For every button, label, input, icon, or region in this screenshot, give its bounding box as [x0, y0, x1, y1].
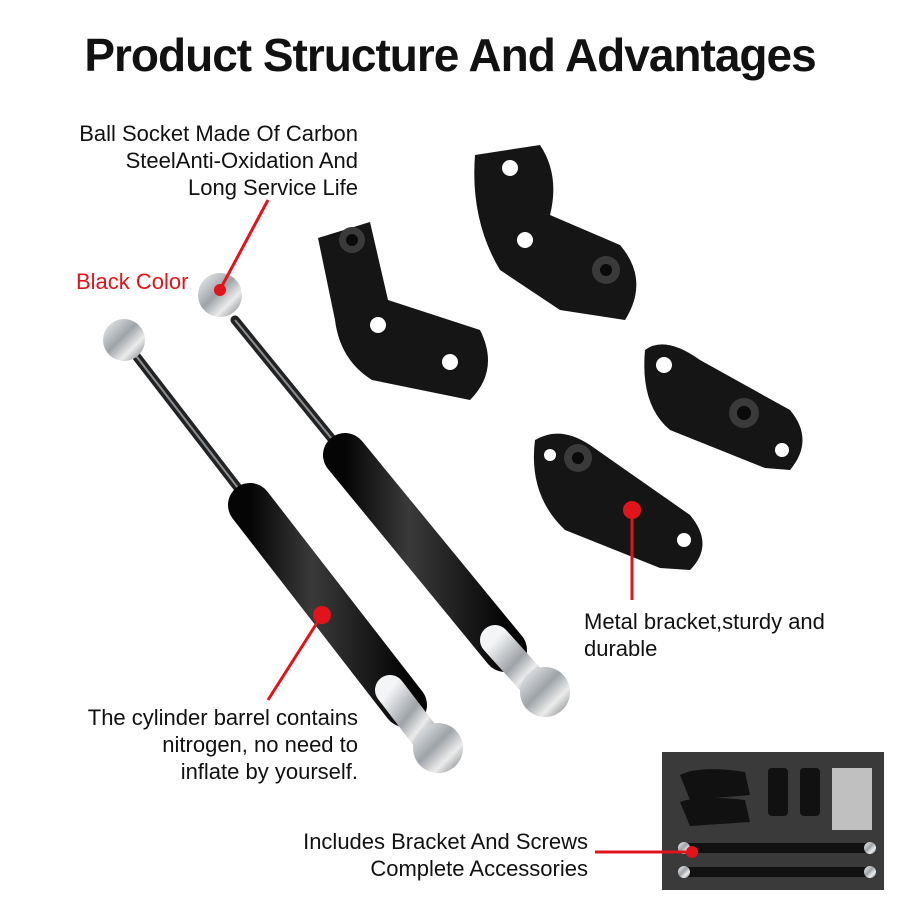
callout-ball-socket-line-3: Long Service Life: [188, 175, 358, 200]
callout-ball-socket-line-2: SteelAnti-Oxidation And: [125, 148, 358, 173]
callout-cylinder-line-3: inflate by yourself.: [180, 759, 358, 784]
callout-metal-bracket-line-2: durable: [584, 636, 658, 661]
ball-socket-bottom-right: [520, 667, 570, 717]
callout-metal-bracket-line-1: Metal bracket,sturdy and: [584, 609, 825, 634]
callout-accessories: Includes Bracket And Screws Complete Acc…: [0, 828, 588, 882]
ball-socket-bottom-left: [413, 723, 463, 773]
callout-black-color: Black Color: [76, 269, 189, 294]
callout-accessories-line-2: Complete Accessories: [370, 856, 588, 881]
callout-cylinder-line-1: The cylinder barrel contains: [87, 705, 358, 730]
pointer-dot-ball-socket: [214, 284, 226, 296]
page-title: Product Structure And Advantages: [84, 29, 816, 81]
ball-socket-top-left: [103, 319, 145, 361]
callout-cylinder: The cylinder barrel contains nitrogen, n…: [0, 704, 358, 785]
accessory-case: [662, 752, 884, 890]
callout-ball-socket-line-1: Ball Socket Made Of Carbon: [79, 121, 358, 146]
gas-strut-left: [103, 319, 463, 773]
bracket-flat-lower: [533, 433, 703, 570]
callout-metal-bracket: Metal bracket,sturdy and durable: [584, 608, 894, 662]
bracket-upper-left: [318, 222, 488, 400]
callout-ball-socket: Ball Socket Made Of Carbon SteelAnti-Oxi…: [0, 120, 358, 201]
bracket-upper-right: [474, 145, 637, 320]
pointer-dot-cylinder: [313, 606, 331, 624]
pointer-dot-bracket: [623, 501, 641, 519]
callout-cylinder-line-2: nitrogen, no need to: [162, 732, 358, 757]
pointer-dot-accessories: [686, 846, 698, 858]
gas-strut-right: [198, 273, 570, 717]
bracket-flat-right: [644, 344, 803, 470]
callout-pointers: [214, 199, 698, 858]
callout-accessories-line-1: Includes Bracket And Screws: [303, 829, 588, 854]
